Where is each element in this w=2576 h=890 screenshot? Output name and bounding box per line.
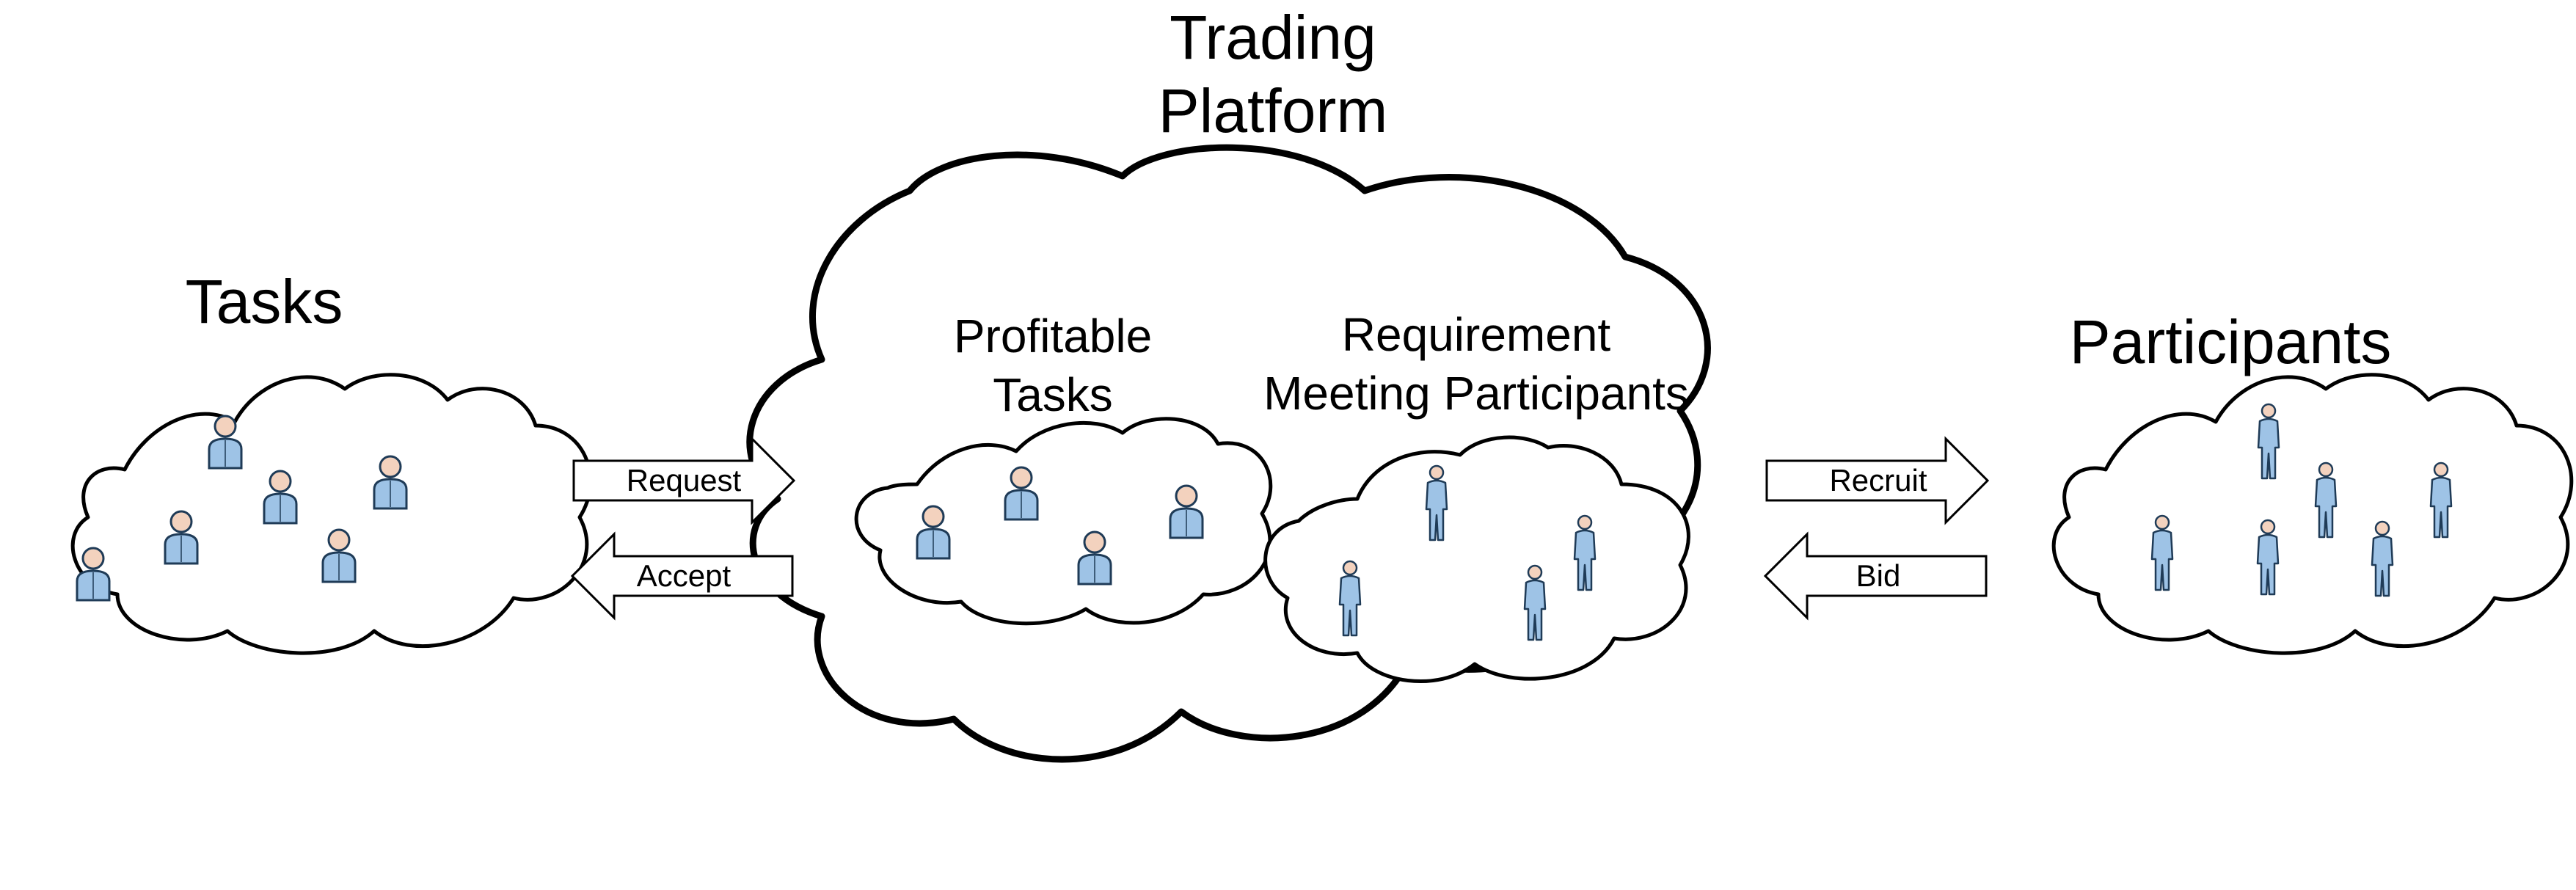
participants-label: Participants (2070, 307, 2392, 376)
recruit-arrow (1765, 436, 1990, 525)
participants-cloud (2051, 373, 2574, 655)
requirement-meeting-label-line2: Meeting Participants (1263, 367, 1689, 420)
profitable-tasks-cloud (854, 417, 1273, 626)
tasks-label: Tasks (186, 267, 343, 336)
bid-arrow (1763, 531, 1988, 621)
bid-label: Bid (1856, 558, 1901, 593)
recruit-label: Recruit (1829, 463, 1927, 497)
request-label: Request (627, 463, 742, 497)
requirement-meeting-label-line1: Requirement (1342, 308, 1611, 361)
trading-platform-title-line1: Trading (1170, 3, 1376, 72)
trading-platform-title-line2: Platform (1159, 76, 1388, 145)
tasks-cloud (70, 373, 593, 655)
request-arrow (572, 436, 796, 525)
requirement-meeting-cloud (1263, 435, 1690, 684)
profitable-tasks-label-line1: Profitable (954, 310, 1152, 362)
profitable-tasks-label-line2: Tasks (993, 368, 1113, 421)
accept-label: Accept (637, 558, 731, 593)
accept-arrow (570, 531, 794, 621)
